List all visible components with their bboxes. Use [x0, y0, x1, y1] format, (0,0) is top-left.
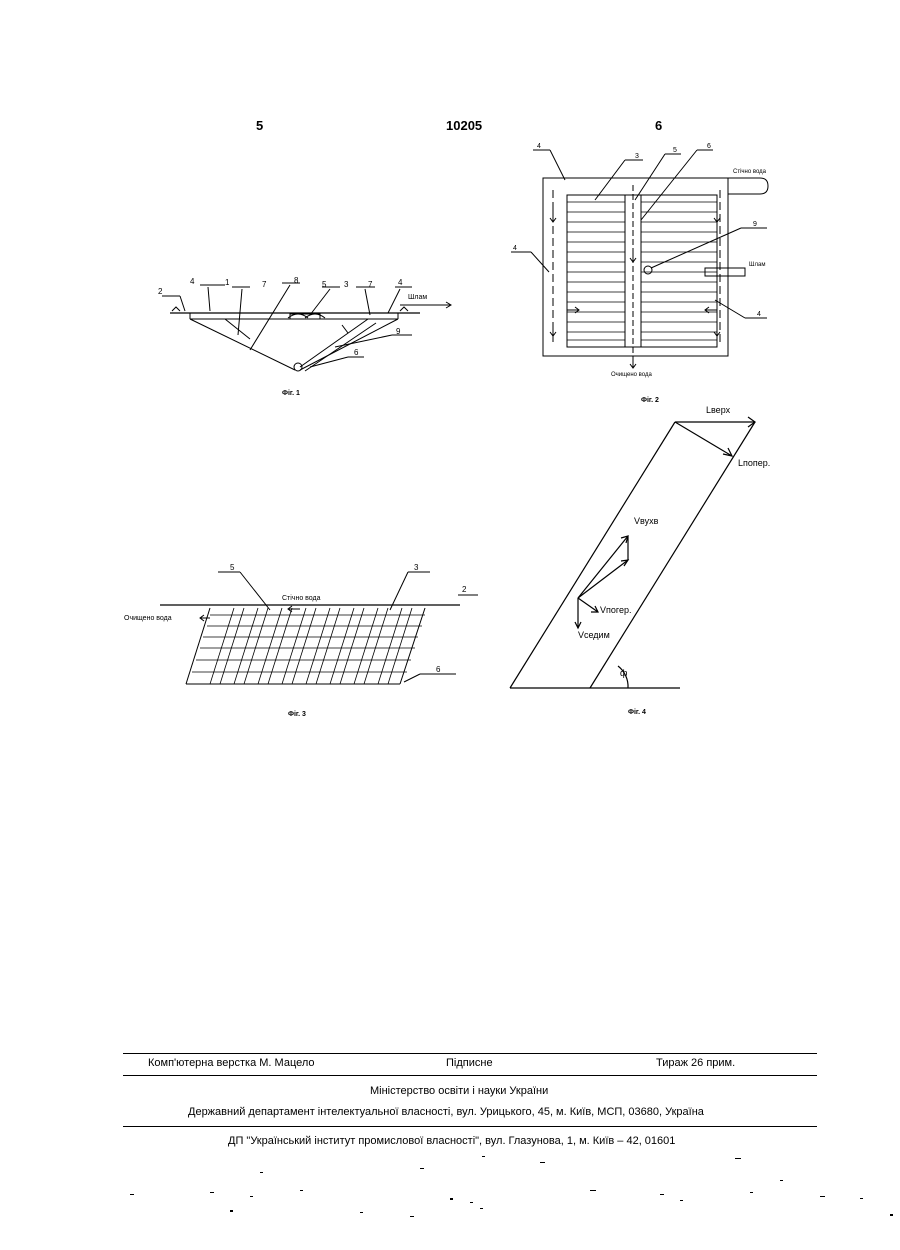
fig2-label-6: 6 — [707, 143, 711, 150]
fig3-outlet-label: Очищено вода — [124, 615, 172, 622]
scan-noise — [120, 1150, 900, 1250]
footer-ministry: Міністерство освіти і науки України — [370, 1085, 548, 1097]
footer-department: Державний департамент інтелектуальної вл… — [188, 1106, 704, 1118]
fig4-l-top: Lверх — [706, 405, 731, 415]
fig3-label-6: 6 — [436, 665, 441, 674]
fig3-label-5: 5 — [230, 563, 235, 572]
fig2-label-4a: 4 — [537, 143, 541, 150]
fig1-label-6: 6 — [354, 348, 359, 357]
fig1-label-5: 5 — [322, 280, 327, 289]
left-page-number: 5 — [256, 118, 263, 133]
fig1-caption: Фіг. 1 — [282, 389, 300, 397]
fig2-sludge-label: Шлам — [749, 262, 765, 268]
fig1-label-4b: 4 — [398, 278, 403, 287]
fig2-label-4b: 4 — [513, 245, 517, 252]
patent-number: 10205 — [446, 118, 482, 133]
fig1-label-2: 2 — [158, 287, 163, 296]
fig3-inlet-label: Стічно вода — [282, 594, 321, 602]
fig2-inlet-label: Стічно вода — [733, 169, 767, 175]
fig4-l-cross: Lпопер. — [738, 458, 770, 468]
figure-1: 2 4 1 7 8 5 3 7 4 9 6 Шлам Фіг. 1 — [150, 275, 470, 405]
figure-3: 5 3 2 6 Стічно вода Очищено вода Фіг. 3 — [120, 560, 490, 720]
fig1-label-9: 9 — [396, 327, 401, 336]
fig2-label-9: 9 — [753, 221, 757, 228]
fig1-outlet-label: Шлам — [408, 294, 427, 301]
footer-rule-top — [123, 1053, 817, 1054]
fig4-v-sed: Vседим — [578, 630, 610, 640]
footer-print-run: Тираж 26 прим. — [656, 1057, 735, 1069]
fig1-label-8: 8 — [294, 276, 299, 285]
figure-2: 4 3 5 6 9 4 4 Стічно вода Шлам Очищено в… — [505, 140, 795, 405]
fig4-angle: ф — [620, 668, 628, 678]
fig3-label-3: 3 — [414, 563, 419, 572]
fig3-label-2: 2 — [462, 585, 467, 594]
fig1-label-3: 3 — [344, 280, 349, 289]
fig1-label-4a: 4 — [190, 277, 195, 286]
footer-signed: Підписне — [446, 1057, 493, 1069]
footer-rule-bottom — [123, 1126, 817, 1127]
fig1-label-7a: 7 — [262, 280, 267, 289]
fig4-v-air: Vвухв — [634, 516, 659, 526]
fig4-caption: Фіг. 4 — [628, 708, 646, 716]
fig4-v-slope: Vпогер. — [600, 605, 631, 615]
fig1-label-7b: 7 — [368, 280, 373, 289]
fig2-label-5: 5 — [673, 147, 677, 154]
fig1-label-1: 1 — [225, 278, 230, 287]
footer-layout: Комп'ютерна верстка М. Мацело — [148, 1057, 315, 1069]
footer-publisher: ДП "Український інститут промислової вла… — [228, 1135, 675, 1147]
figure-4: Lверх Lпопер. Vвухв Vпогер. Vседим ф Фіг… — [500, 400, 800, 720]
fig3-caption: Фіг. 3 — [288, 710, 306, 718]
fig2-outlet-label: Очищено вода — [611, 372, 652, 378]
footer-rule-middle — [123, 1075, 817, 1076]
fig2-label-3: 3 — [635, 153, 639, 160]
fig2-label-4c: 4 — [757, 311, 761, 318]
right-page-number: 6 — [655, 118, 662, 133]
